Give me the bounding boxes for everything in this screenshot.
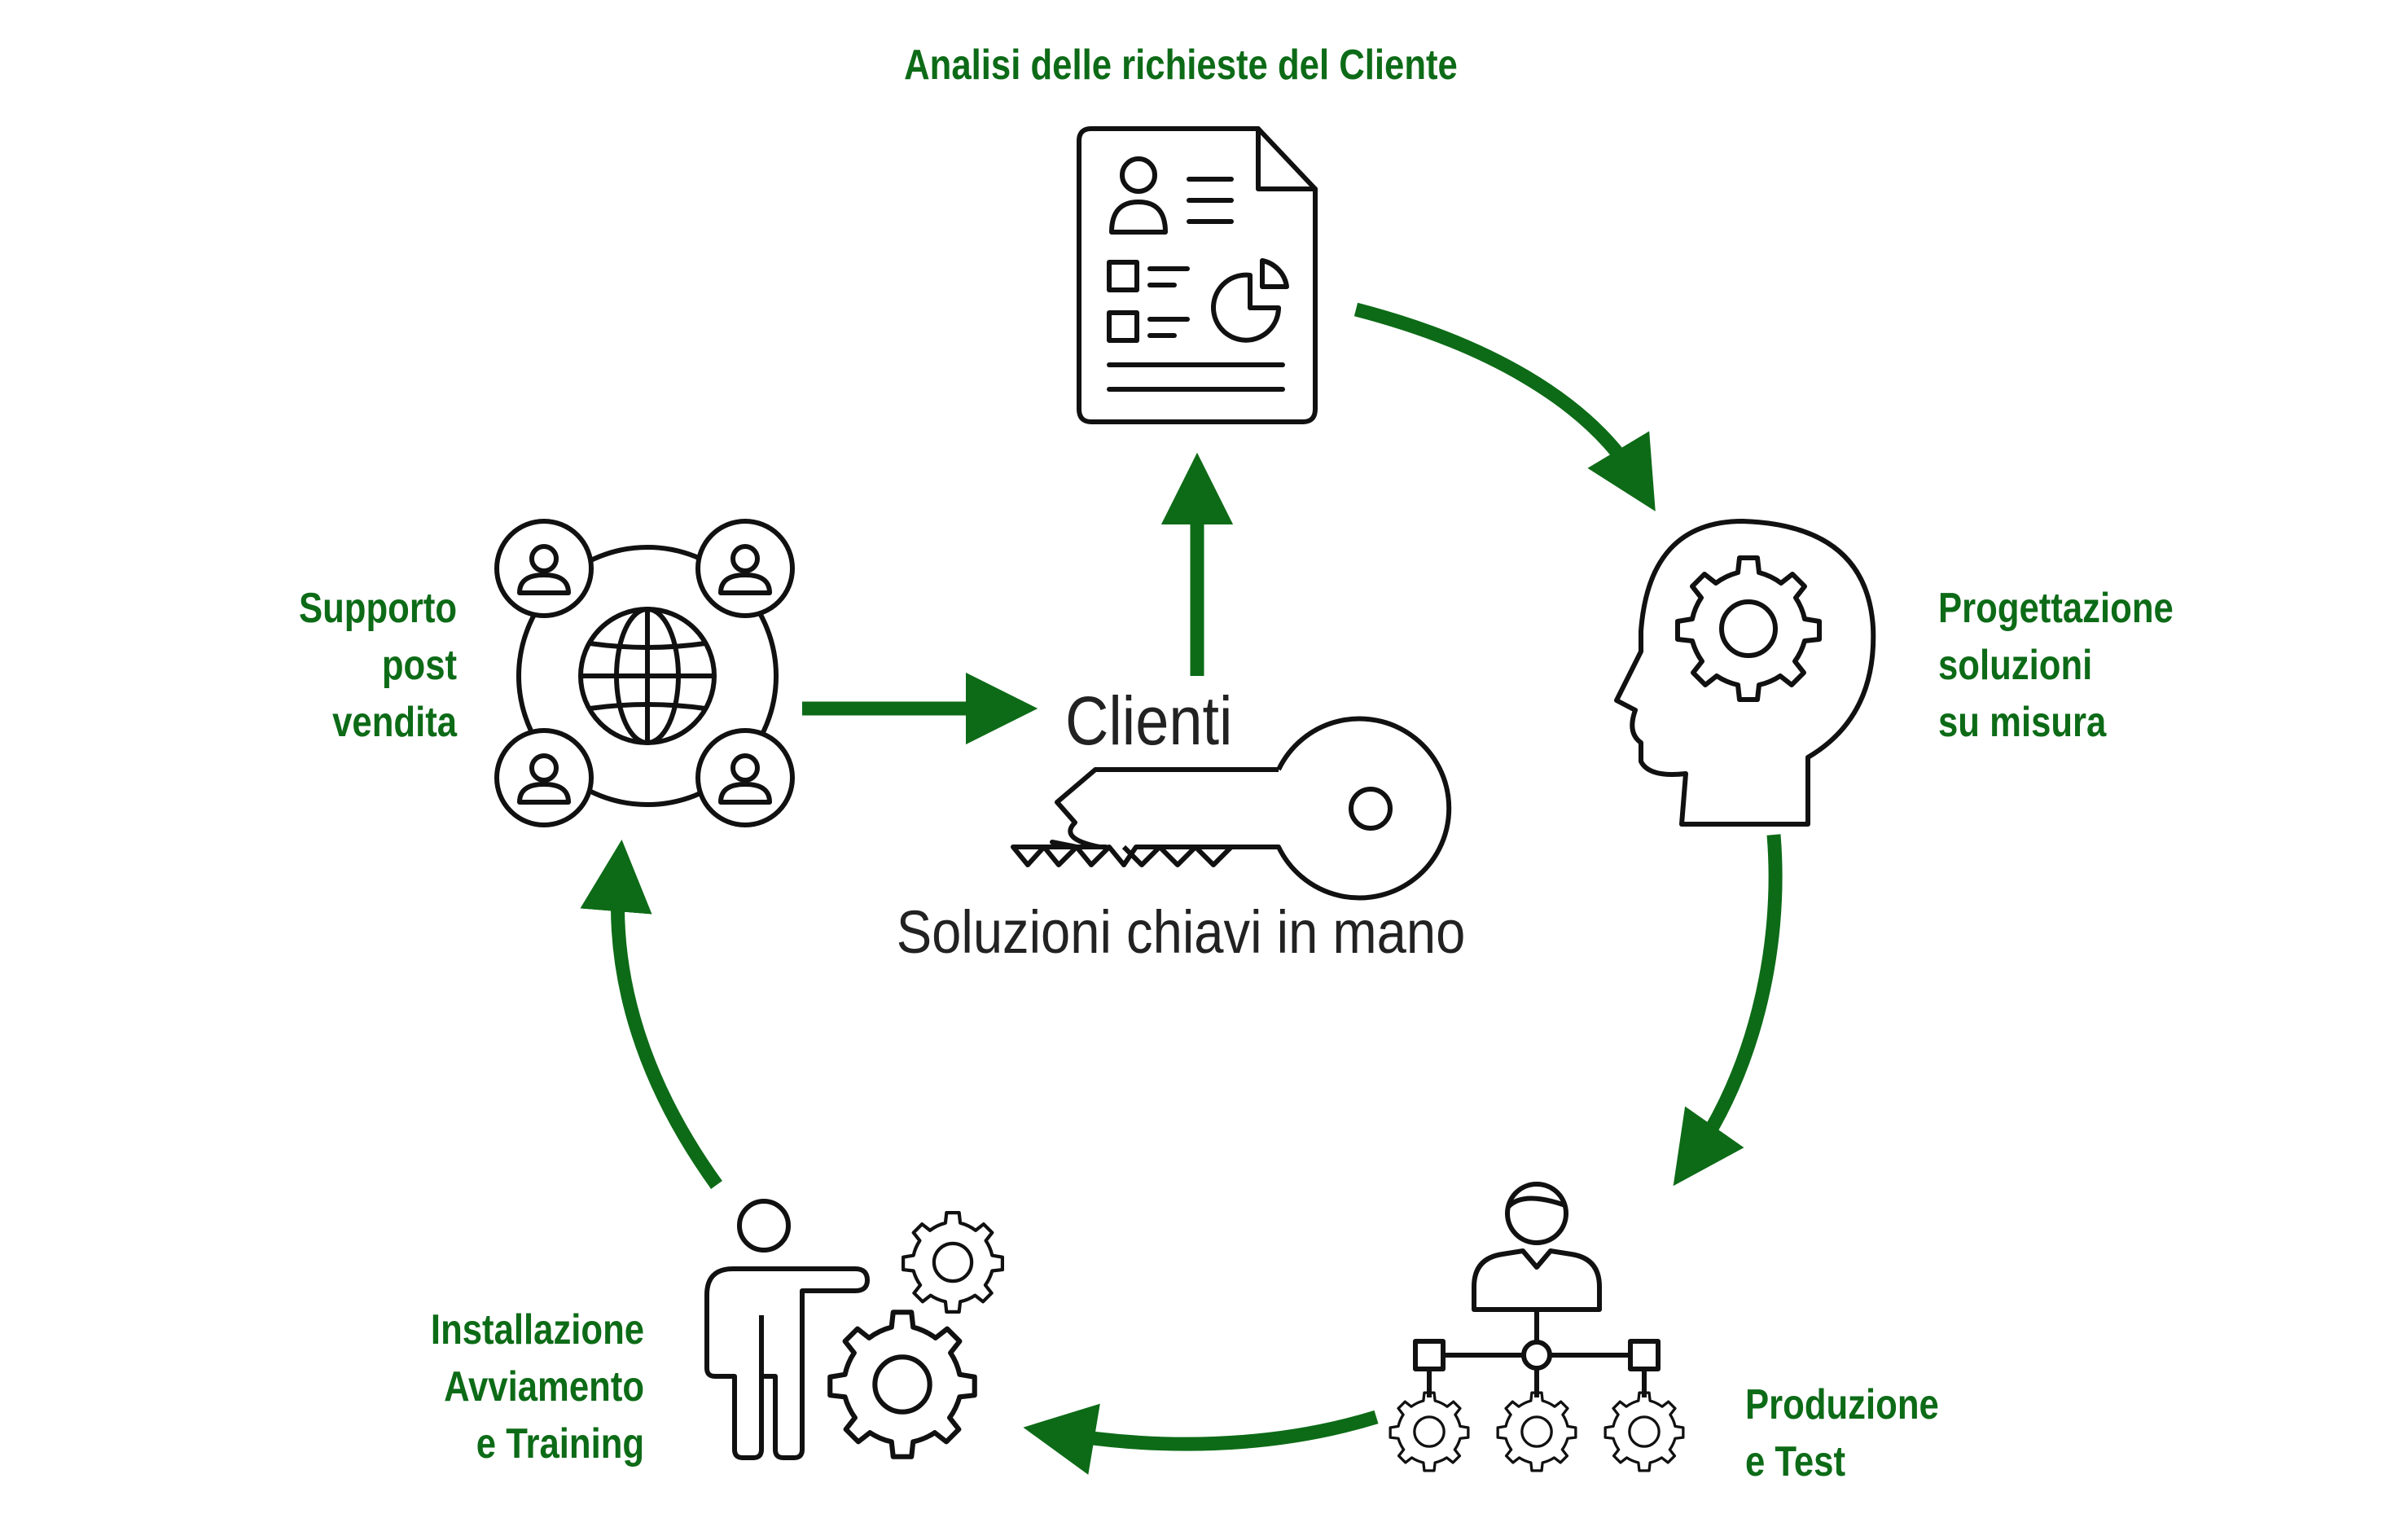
user-badge [695, 728, 795, 827]
gear [1675, 555, 1822, 702]
flow-arrows [580, 302, 1783, 1475]
arrow-design-to-production [1673, 834, 1783, 1187]
arrow-production-to-installation [1023, 1403, 1379, 1475]
user-badge [494, 519, 594, 618]
step-label-design: Progettazione soluzioni su misura [1938, 585, 2174, 746]
arrow-installation-to-support [580, 839, 722, 1189]
user-badge [695, 519, 795, 618]
step-label-support: Supporto post vendita [298, 585, 457, 746]
step-label-production: Produzione e Test [1745, 1381, 1939, 1485]
center-title: Clienti [1065, 682, 1233, 759]
step-label-analysis: Analisi delle richieste del Cliente [904, 42, 1458, 89]
user-badge [494, 728, 594, 827]
globe-network-users-icon [494, 519, 795, 827]
person-pointing-gears-icon [704, 1199, 1002, 1460]
key-icon [1011, 716, 1452, 901]
document-report-icon [1077, 126, 1318, 424]
head-gear-icon [1614, 519, 1876, 827]
step-label-installation: Installazione Avviamento e Training [430, 1306, 644, 1468]
person-gears-hierarchy-icon [1389, 1182, 1685, 1472]
arrow-analysis-to-design [1353, 302, 1656, 511]
center-subtitle: Soluzioni chiavi in mano [896, 898, 1466, 966]
